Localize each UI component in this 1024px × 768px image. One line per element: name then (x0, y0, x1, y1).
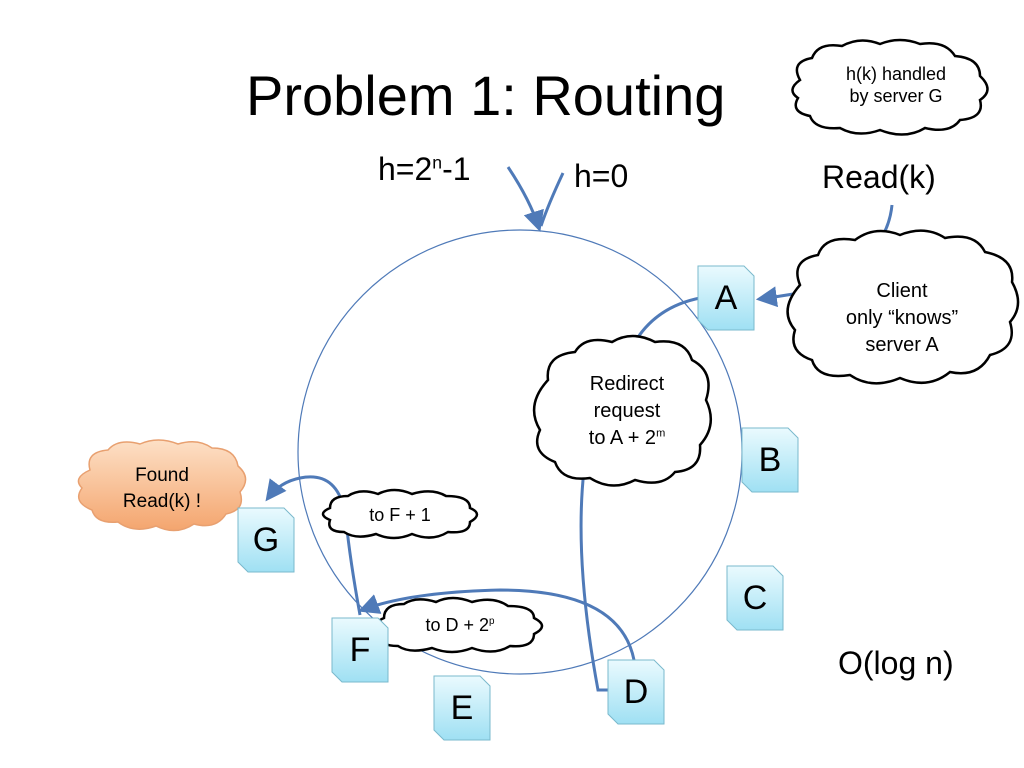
handled-cloud (791, 38, 989, 136)
complexity-label: O(log n) (838, 645, 954, 681)
redirect-to-d-line (579, 469, 610, 692)
node-b: B (758, 441, 782, 479)
found-cloud (77, 439, 247, 532)
node-a: A (714, 279, 738, 317)
to-d-cloud (373, 596, 544, 654)
d-to-f-arrow (358, 588, 636, 661)
node-d: D (623, 673, 649, 711)
read-k-label: Read(k) (822, 159, 936, 195)
to-d-cloud-text: to D + 2p (425, 615, 495, 635)
redirect-cloud-text: Redirect request to A + 2m (588, 373, 666, 449)
node-e: E (450, 689, 474, 727)
to-f-cloud-text: to F + 1 (369, 505, 431, 525)
slide-title: Problem 1: Routing (246, 64, 726, 127)
node-g: G (252, 521, 280, 559)
f-to-g-arrow (265, 475, 362, 616)
node-c: C (742, 579, 768, 617)
h-zero-label: h=0 (574, 158, 629, 194)
h-max-arrow (506, 166, 544, 232)
h-max-label: h=2n-1 (378, 151, 471, 187)
to-f-cloud (321, 488, 479, 540)
client-cloud (786, 229, 1020, 385)
redirect-cloud (532, 334, 713, 487)
h-zero-arrow (539, 172, 565, 227)
node-f: F (349, 631, 371, 669)
